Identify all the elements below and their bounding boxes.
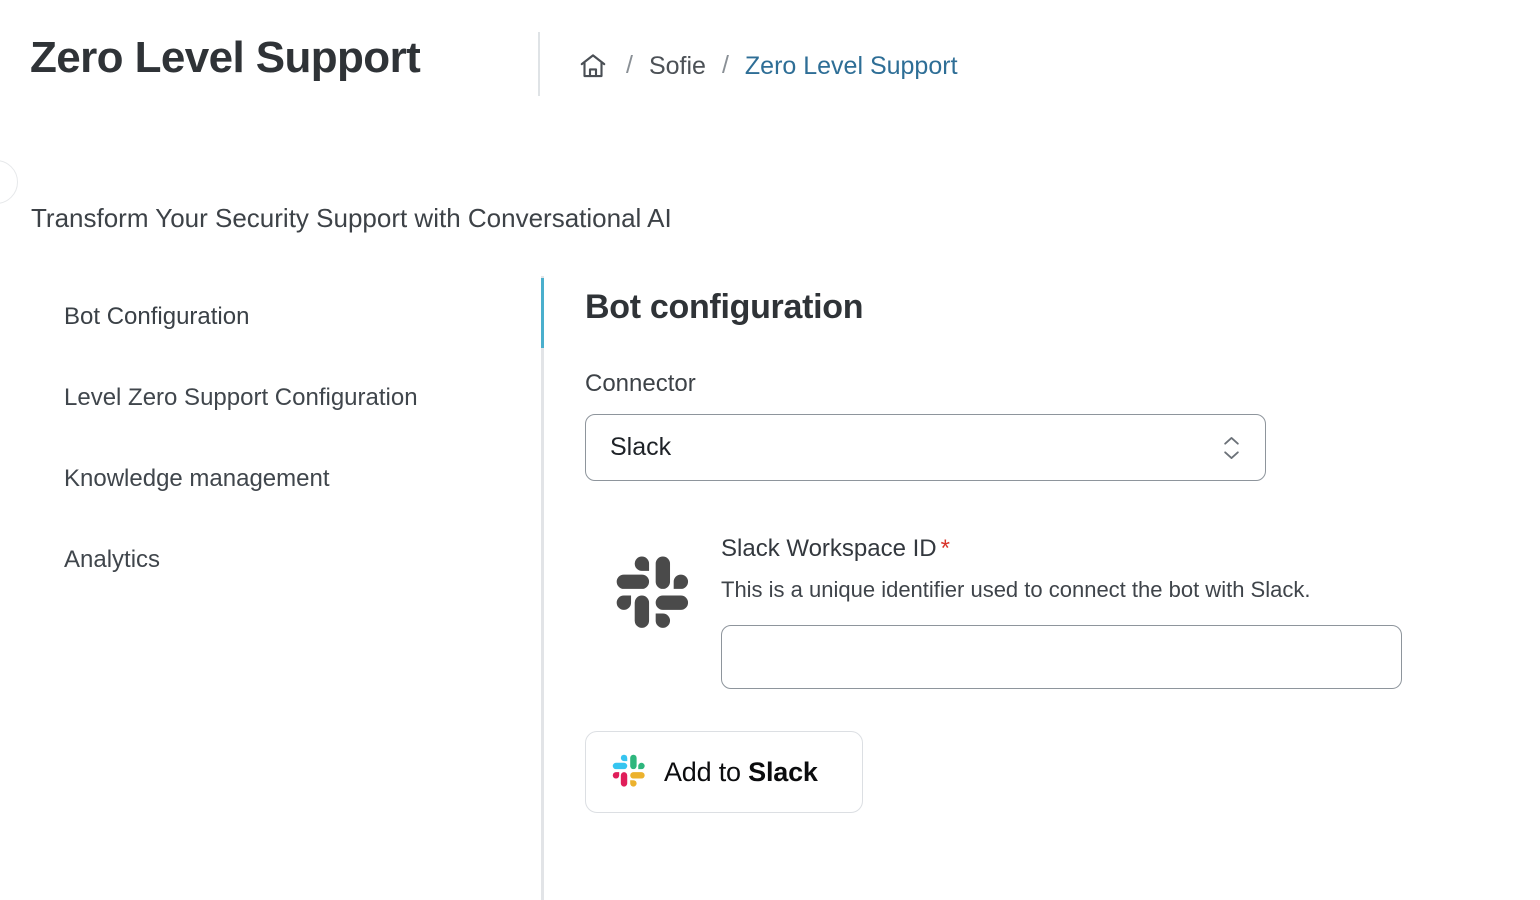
sidebar-item-label: Level Zero Support Configuration: [64, 383, 418, 411]
page-subtitle: Transform Your Security Support with Con…: [31, 203, 672, 233]
add-to-slack-label-prefix: Add to: [664, 756, 749, 787]
content-area: Bot Configuration Level Zero Support Con…: [0, 276, 1540, 900]
add-to-slack-button[interactable]: Add to Slack: [585, 731, 863, 814]
connector-fields: Slack Workspace ID* This is a unique ide…: [721, 537, 1485, 690]
sidebar-item-bot-configuration[interactable]: Bot Configuration: [0, 276, 538, 357]
connector-label: Connector: [585, 370, 696, 397]
connector-detail-row: Slack Workspace ID* This is a unique ide…: [585, 537, 1485, 690]
sidebar-item-knowledge-management[interactable]: Knowledge management: [0, 438, 538, 519]
sidebar-collapse-toggle[interactable]: [0, 160, 18, 204]
page-header: Zero Level Support / Sofie / Zero Level …: [0, 0, 1540, 130]
field-label-text: Slack Workspace ID: [721, 535, 937, 562]
header-divider: [538, 32, 540, 96]
breadcrumb: / Sofie / Zero Level Support: [576, 46, 958, 86]
add-to-slack-label-brand: Slack: [748, 756, 818, 787]
bot-configuration-panel: Bot configuration Connector Slack: [585, 276, 1485, 814]
home-icon[interactable]: [576, 49, 610, 83]
add-to-slack-label: Add to Slack: [664, 757, 818, 788]
sidebar-item-label: Analytics: [64, 545, 161, 573]
connector-select-value[interactable]: Slack: [585, 414, 1266, 481]
section-nav: Bot Configuration Level Zero Support Con…: [0, 276, 538, 600]
slack-logo-icon: [585, 537, 721, 689]
panel-heading: Bot configuration: [585, 288, 864, 326]
sidebar-item-label: Knowledge management: [64, 464, 330, 492]
sidebar-item-label: Bot Configuration: [64, 302, 250, 330]
required-marker: *: [940, 535, 950, 562]
page-title: Zero Level Support: [30, 33, 421, 82]
content-divider: [541, 276, 544, 900]
sidebar-item-analytics[interactable]: Analytics: [0, 519, 538, 600]
slack-workspace-id-label: Slack Workspace ID*: [721, 537, 1485, 561]
connector-select[interactable]: Slack: [585, 414, 1266, 481]
breadcrumb-separator-1: /: [626, 50, 633, 79]
slack-logo-color-icon: [612, 754, 646, 791]
sidebar-item-level-zero-support-configuration[interactable]: Level Zero Support Configuration: [0, 357, 538, 438]
slack-workspace-id-input[interactable]: [721, 625, 1402, 690]
breadcrumb-item-sofie[interactable]: Sofie: [648, 51, 706, 80]
breadcrumb-item-current[interactable]: Zero Level Support: [744, 51, 958, 80]
active-section-indicator: [541, 278, 544, 348]
breadcrumb-separator-2: /: [721, 50, 729, 79]
slack-workspace-id-help: This is a unique identifier used to conn…: [721, 577, 1311, 602]
